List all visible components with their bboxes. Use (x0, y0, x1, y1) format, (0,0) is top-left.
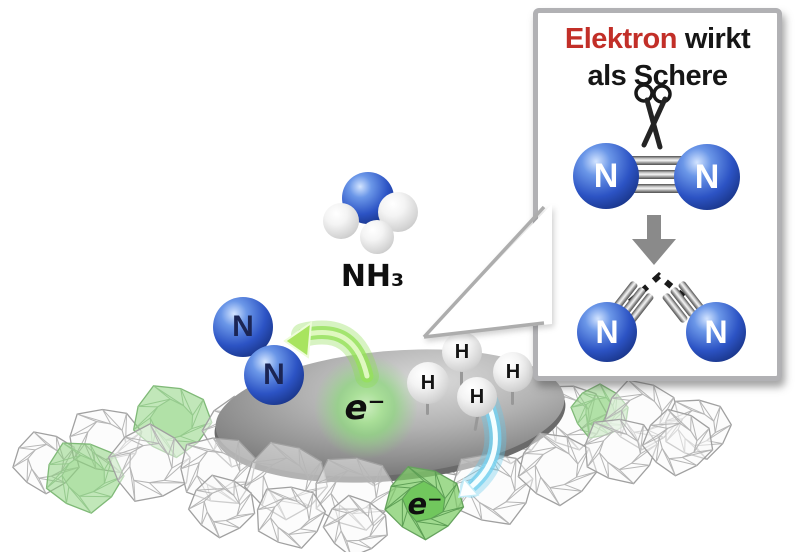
caged-electron-label: e⁻ (407, 487, 443, 521)
triple-bond-rod (622, 184, 696, 193)
cage-polyhedron (641, 408, 714, 477)
down-arrow-icon (632, 215, 676, 265)
inset-n2-right-sphere: N (674, 144, 740, 210)
h-atom-stick (511, 389, 514, 405)
surface-electron-label: e⁻ (344, 388, 386, 428)
nh3-hydrogen-sphere (323, 203, 359, 239)
title-word-wirkt: wirkt (684, 23, 751, 55)
h-atom-stick (426, 401, 429, 415)
triple-bond-rod (622, 156, 696, 165)
triple-bond-rod (622, 170, 696, 179)
title-word-elektron: Elektron (564, 23, 678, 55)
scissors-icon (634, 83, 672, 150)
cage-polyhedron (517, 432, 598, 507)
electride-cage-lattice-front-row (45, 408, 714, 552)
nh3-hydrogen-sphere (360, 220, 394, 254)
n2-released-bottom-sphere: N (244, 345, 304, 405)
hydrogen-atom: H (407, 362, 449, 404)
electron-glow (314, 355, 418, 459)
hydrogen-atom: H (493, 352, 533, 392)
inset-n2-left-sphere: N (573, 143, 639, 209)
h-atom-stick (460, 369, 463, 386)
callout-tail (422, 204, 552, 339)
inset-broken-n-right-sphere: N (686, 302, 746, 362)
hydrogen-atom: H (457, 377, 497, 417)
cage-polyhedron (322, 494, 388, 552)
electron-cage (384, 465, 465, 541)
cage-polyhedron (584, 418, 658, 485)
hydrogen-atom: H (442, 332, 482, 372)
curved-green-arrow-icon (283, 320, 379, 388)
inset-broken-n-left-sphere: N (577, 302, 637, 362)
nh3-label: NH₃ (340, 259, 405, 294)
cage-polyhedron (187, 474, 256, 539)
cage-polyhedron (256, 486, 327, 549)
curved-cyan-arrow-icon (457, 392, 507, 498)
occupied-cage (45, 442, 125, 514)
